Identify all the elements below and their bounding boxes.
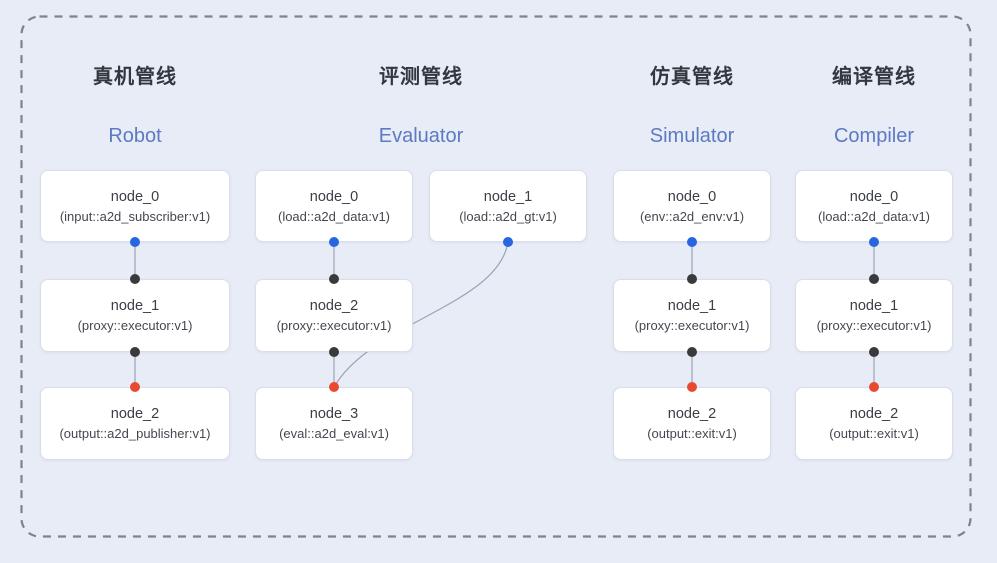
- node-title: node_0: [309, 188, 359, 205]
- port-output-dot: [503, 237, 513, 247]
- edge-evaluator-n1-n3-curve: [333, 241, 509, 388]
- node-evaluator-node_2: node_2 (proxy::executor:v1): [255, 279, 413, 352]
- pipeline-title-zh-simulator: 仿真管线: [650, 66, 734, 88]
- node-robot-node_0: node_0 (input::a2d_subscriber:v1): [40, 170, 230, 242]
- port-proxy-dot: [130, 274, 140, 284]
- node-evaluator-node_3: node_3 (eval::a2d_eval:v1): [255, 387, 413, 460]
- port-proxy-dot: [687, 274, 697, 284]
- port-proxy-dot: [687, 347, 697, 357]
- node-title: node_2: [110, 406, 160, 422]
- pipeline-title-en-evaluator: Evaluator: [378, 125, 464, 147]
- node-impl: (load::a2d_data:v1): [277, 208, 391, 224]
- node-impl: (load::a2d_data:v1): [817, 208, 931, 224]
- node-impl: (env::a2d_env:v1): [639, 208, 745, 224]
- node-title: node_0: [849, 188, 899, 205]
- node-title: node_0: [110, 188, 160, 205]
- port-proxy-dot: [869, 347, 879, 357]
- pipeline-title-en-compiler: Compiler: [833, 125, 915, 147]
- port-proxy-dot: [329, 274, 339, 284]
- port-input-dot: [687, 382, 697, 392]
- node-impl: (load::a2d_gt:v1): [459, 208, 557, 224]
- port-output-dot: [329, 237, 339, 247]
- pipeline-title-en-robot: Robot: [108, 125, 162, 147]
- node-simulator-node_2: node_2 (output::exit:v1): [613, 387, 771, 460]
- dashed-frame: [20, 15, 972, 538]
- node-impl: (proxy::executor:v1): [276, 318, 392, 333]
- node-impl: (proxy::executor:v1): [816, 318, 932, 333]
- port-output-dot: [687, 237, 697, 247]
- port-proxy-dot: [130, 347, 140, 357]
- node-impl: (eval::a2d_eval:v1): [279, 426, 389, 441]
- node-impl: (proxy::executor:v1): [634, 318, 750, 333]
- node-impl: (proxy::executor:v1): [77, 318, 193, 333]
- node-robot-node_1: node_1 (proxy::executor:v1): [40, 279, 230, 352]
- port-output-dot: [130, 237, 140, 247]
- node-simulator-node_1: node_1 (proxy::executor:v1): [613, 279, 771, 352]
- pipeline-title-zh-evaluator: 评测管线: [379, 66, 463, 88]
- node-robot-node_2: node_2 (output::a2d_publisher:v1): [40, 387, 230, 460]
- node-impl: (output::exit:v1): [647, 426, 737, 441]
- pipeline-title-zh-compiler: 编译管线: [832, 66, 916, 88]
- pipeline-title-en-simulator: Simulator: [649, 125, 735, 147]
- node-title: node_0: [667, 188, 717, 205]
- node-compiler-node_0: node_0 (load::a2d_data:v1): [795, 170, 953, 242]
- node-title: node_1: [849, 298, 899, 314]
- node-compiler-node_1: node_1 (proxy::executor:v1): [795, 279, 953, 352]
- port-proxy-dot: [329, 347, 339, 357]
- node-title: node_1: [483, 188, 533, 205]
- node-evaluator-node_1: node_1 (load::a2d_gt:v1): [429, 170, 587, 242]
- port-output-dot: [869, 237, 879, 247]
- node-impl: (output::exit:v1): [829, 426, 919, 441]
- node-evaluator-node_0: node_0 (load::a2d_data:v1): [255, 170, 413, 242]
- node-simulator-node_0: node_0 (env::a2d_env:v1): [613, 170, 771, 242]
- node-title: node_1: [110, 298, 160, 314]
- node-impl: (output::a2d_publisher:v1): [59, 426, 211, 441]
- port-input-dot: [329, 382, 339, 392]
- port-input-dot: [869, 382, 879, 392]
- port-proxy-dot: [869, 274, 879, 284]
- node-title: node_1: [667, 298, 717, 314]
- node-impl: (input::a2d_subscriber:v1): [59, 208, 211, 224]
- pipeline-title-zh-robot: 真机管线: [93, 66, 177, 88]
- node-title: node_3: [309, 406, 359, 422]
- node-title: node_2: [667, 406, 717, 422]
- node-compiler-node_2: node_2 (output::exit:v1): [795, 387, 953, 460]
- node-title: node_2: [309, 298, 359, 314]
- port-input-dot: [130, 382, 140, 392]
- node-title: node_2: [849, 406, 899, 422]
